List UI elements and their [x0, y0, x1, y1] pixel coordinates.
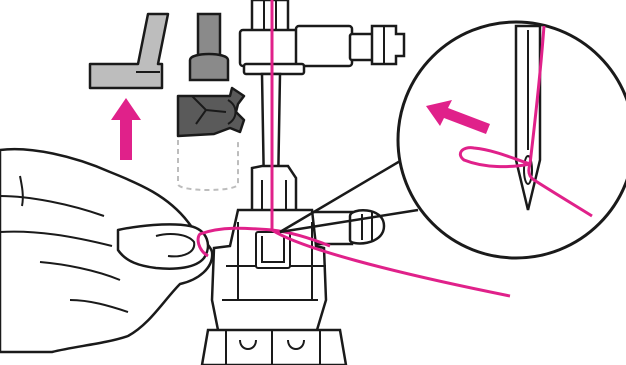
presser-foot — [202, 166, 384, 365]
needle-bar — [240, 0, 404, 74]
presser-foot-lever — [90, 14, 168, 88]
hand — [0, 149, 212, 352]
presser-bar — [178, 14, 244, 190]
arrow-up-icon — [111, 98, 141, 160]
